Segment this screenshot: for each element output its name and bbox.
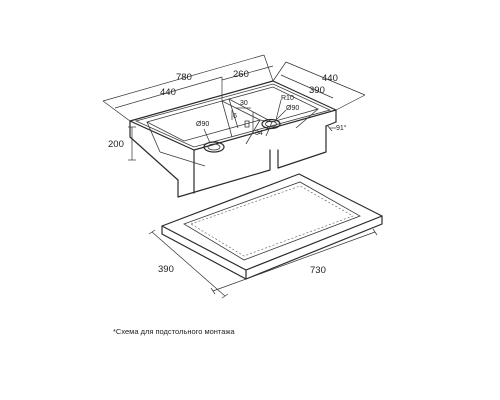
cutout-dim-length: 730	[310, 265, 326, 276]
cutout-dim-width: 390	[158, 264, 174, 275]
overflow-mark	[244, 120, 250, 128]
dim-large-bowl-length: 440	[160, 87, 176, 98]
countertop-top	[161, 173, 383, 271]
dim-radius: R10	[281, 95, 294, 102]
dim-offset-30: 30	[240, 100, 248, 107]
sink-rim-inner	[134, 83, 332, 148]
dim-width: 440	[322, 73, 338, 84]
countertop	[161, 173, 383, 280]
drain-small-inner	[265, 120, 277, 128]
dim-inner-width: 390	[309, 85, 325, 96]
small-bowl-front	[277, 125, 327, 169]
dim-small-6: 6	[233, 113, 237, 120]
cutout-inner-edge	[190, 185, 354, 257]
dim-angle: 91°	[336, 124, 347, 132]
sink-front-left	[129, 120, 179, 181]
dim-depth: 200	[108, 139, 124, 150]
dim-small-bowl-length: 260	[233, 69, 249, 80]
dim-offset-34: 34	[255, 130, 263, 137]
cutout-opening	[183, 181, 361, 261]
sink-body	[129, 80, 337, 198]
cutout-dimensions	[148, 228, 378, 299]
large-bowl-front	[177, 149, 271, 198]
dim-drain-small: Ø90	[286, 105, 299, 112]
sink-dimensions	[102, 54, 366, 161]
drain-small-outer	[261, 118, 281, 130]
drain-large-inner	[207, 143, 221, 151]
dim-total-length: 780	[176, 72, 192, 83]
drain-large-outer	[203, 141, 225, 153]
mounting-footnote: *Схема для подстольного монтажа	[113, 327, 235, 336]
dim-drain-large: Ø90	[196, 121, 209, 128]
